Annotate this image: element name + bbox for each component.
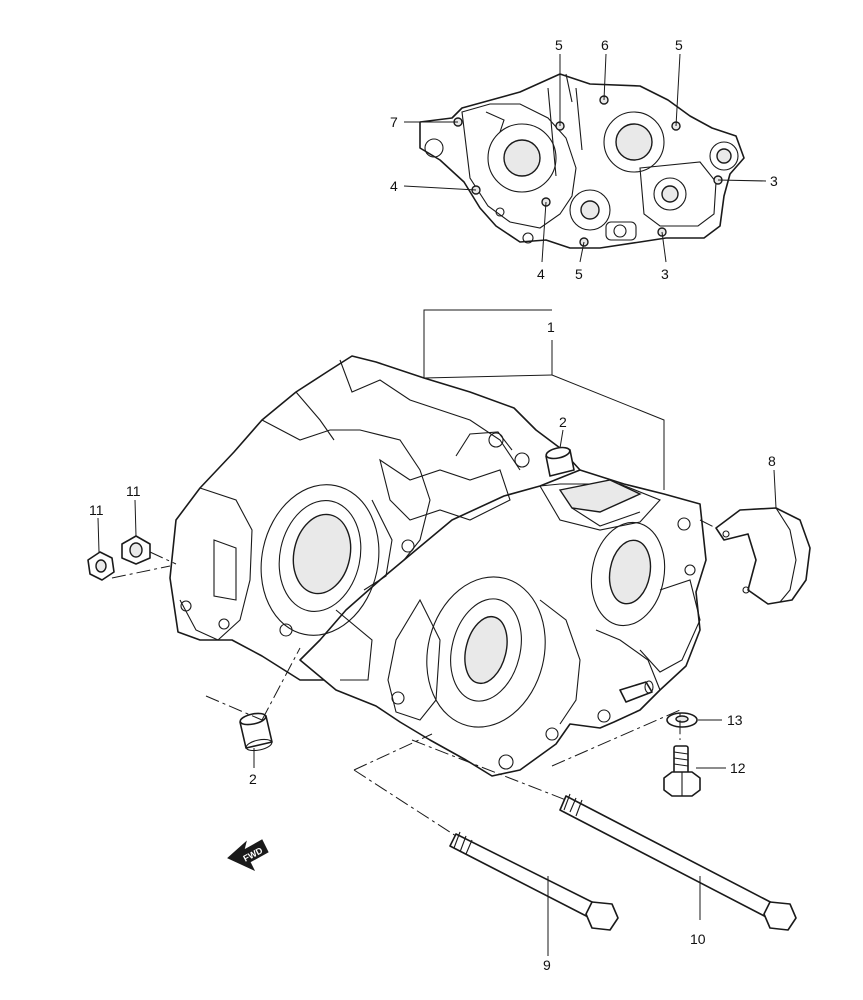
part-11-nut-outer (87, 551, 115, 581)
dowel-pin-upper (545, 446, 575, 477)
callout-13: 13 (727, 712, 743, 728)
callout-2-lower: 2 (249, 771, 257, 787)
crankcase-inner-view (419, 73, 745, 249)
dowel-pin-lower (239, 712, 273, 752)
top-view-leaders (403, 53, 767, 263)
callout-10: 10 (690, 931, 706, 947)
callout-3-bottom: 3 (661, 266, 669, 282)
callout-5-top-right: 5 (675, 37, 683, 53)
callout-12: 12 (730, 760, 746, 776)
callout-5-bottom: 5 (575, 266, 583, 282)
fwd-arrow-icon: FWD (227, 839, 269, 872)
callout-5-top-left: 5 (555, 37, 563, 53)
callout-4-bottom: 4 (537, 266, 545, 282)
callout-9: 9 (543, 957, 551, 973)
callout-8: 8 (768, 453, 776, 469)
part-10-long-bolt (559, 793, 797, 931)
callout-7: 7 (390, 114, 398, 130)
callout-4-left: 4 (390, 178, 398, 194)
callout-11-outer: 11 (89, 502, 104, 518)
part-8-cover (715, 507, 811, 605)
part-11-nut-inner (121, 535, 151, 565)
part-12-bolt (663, 745, 701, 797)
part-13-washer (666, 712, 698, 728)
part-1-bracket (423, 309, 665, 490)
callout-2-upper: 2 (559, 414, 567, 430)
callout-3-right: 3 (770, 173, 778, 189)
callout-1: 1 (547, 319, 555, 335)
crankcase-assembly (169, 355, 707, 777)
callout-11-inner: 11 (126, 483, 141, 499)
part-9-long-bolt (449, 831, 619, 931)
callout-6: 6 (601, 37, 609, 53)
